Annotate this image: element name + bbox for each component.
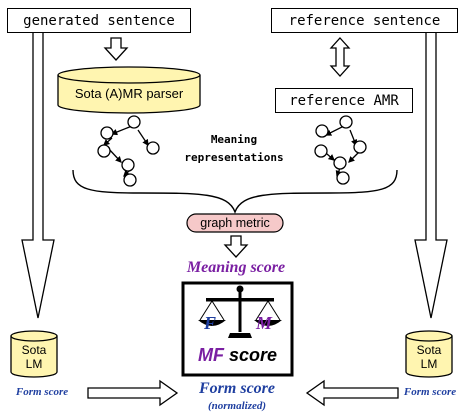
mf-score-title: MF score xyxy=(183,345,292,366)
curly-brace xyxy=(72,169,398,215)
meaning-score-label: Meaning score xyxy=(186,259,286,276)
cylinder-icon xyxy=(405,330,453,378)
reference-sentence-box: reference sentence xyxy=(271,8,458,33)
balance-scale-icon xyxy=(198,285,282,338)
parser-cylinder xyxy=(57,66,201,114)
mf-text: MF xyxy=(197,345,224,365)
graph-metric-label: graph metric xyxy=(200,216,270,230)
left-long-hollow-arrow xyxy=(21,31,55,319)
center-form-score-label: Form score xyxy=(199,380,275,397)
generated-sentence-box: generated sentence xyxy=(7,8,191,33)
amr-graph-icon xyxy=(314,115,367,185)
right-long-hollow-arrow xyxy=(414,31,448,319)
right-form-score-label: Form score xyxy=(403,386,457,398)
meaning-representations-label-line1: Meaning xyxy=(210,133,258,146)
m-letter: M xyxy=(256,313,273,333)
right-form-to-center-arrow xyxy=(305,379,399,407)
metric-to-meaning-arrow xyxy=(223,235,249,258)
sentence-to-parser-arrow xyxy=(103,37,129,61)
form-score-normalized-label: (normalized) xyxy=(207,400,267,412)
parser-label: Sota (A)MR parser xyxy=(74,86,184,101)
left-form-to-center-arrow xyxy=(87,379,179,407)
graph-metric-pill xyxy=(186,213,284,233)
score-text: score xyxy=(228,345,278,365)
f-letter: F xyxy=(204,313,217,333)
reference-double-arrow xyxy=(329,37,351,77)
cylinder-icon xyxy=(10,330,58,378)
reference-amr-box: reference AMR xyxy=(275,88,413,113)
amr-graph-icon xyxy=(97,115,160,187)
right-lm-label-line1: Sota xyxy=(416,343,442,357)
left-lm-label-line2: LM xyxy=(25,357,43,371)
left-lm-label-line1: Sota xyxy=(21,343,47,357)
left-form-score-label: Form score xyxy=(15,386,69,398)
right-lm-label-line2: LM xyxy=(420,357,438,371)
meaning-representations-label-line2: representations xyxy=(184,151,284,164)
